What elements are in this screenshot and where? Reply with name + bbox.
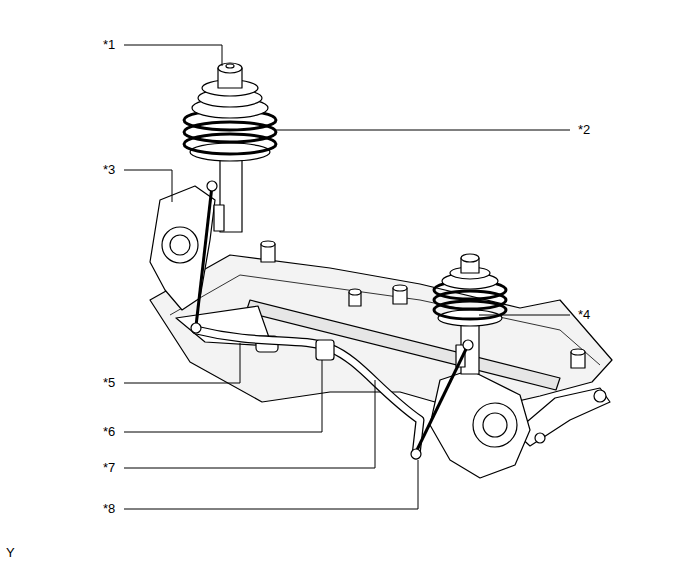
strut-right xyxy=(434,254,506,374)
stabilizer-bushing xyxy=(316,340,334,360)
stabilizer-link xyxy=(416,345,468,452)
stabilizer-bar xyxy=(196,330,420,455)
lower-arm-right xyxy=(515,388,610,446)
stabilizer-link xyxy=(196,186,212,326)
strut-left xyxy=(184,63,276,232)
callout-number: *6 xyxy=(103,424,115,440)
callout-number: *3 xyxy=(103,162,115,178)
callout-number: *8 xyxy=(103,501,115,517)
callout-number: *4 xyxy=(578,307,590,323)
leader-lines xyxy=(124,45,570,509)
callout-number: *5 xyxy=(103,375,115,391)
callout-number: *1 xyxy=(103,37,115,53)
knuckle-right xyxy=(430,370,530,478)
callout-number: *2 xyxy=(578,122,590,138)
view-letter: Y xyxy=(6,545,15,561)
callout-number: *7 xyxy=(103,460,115,476)
subframe-edge xyxy=(170,275,600,365)
